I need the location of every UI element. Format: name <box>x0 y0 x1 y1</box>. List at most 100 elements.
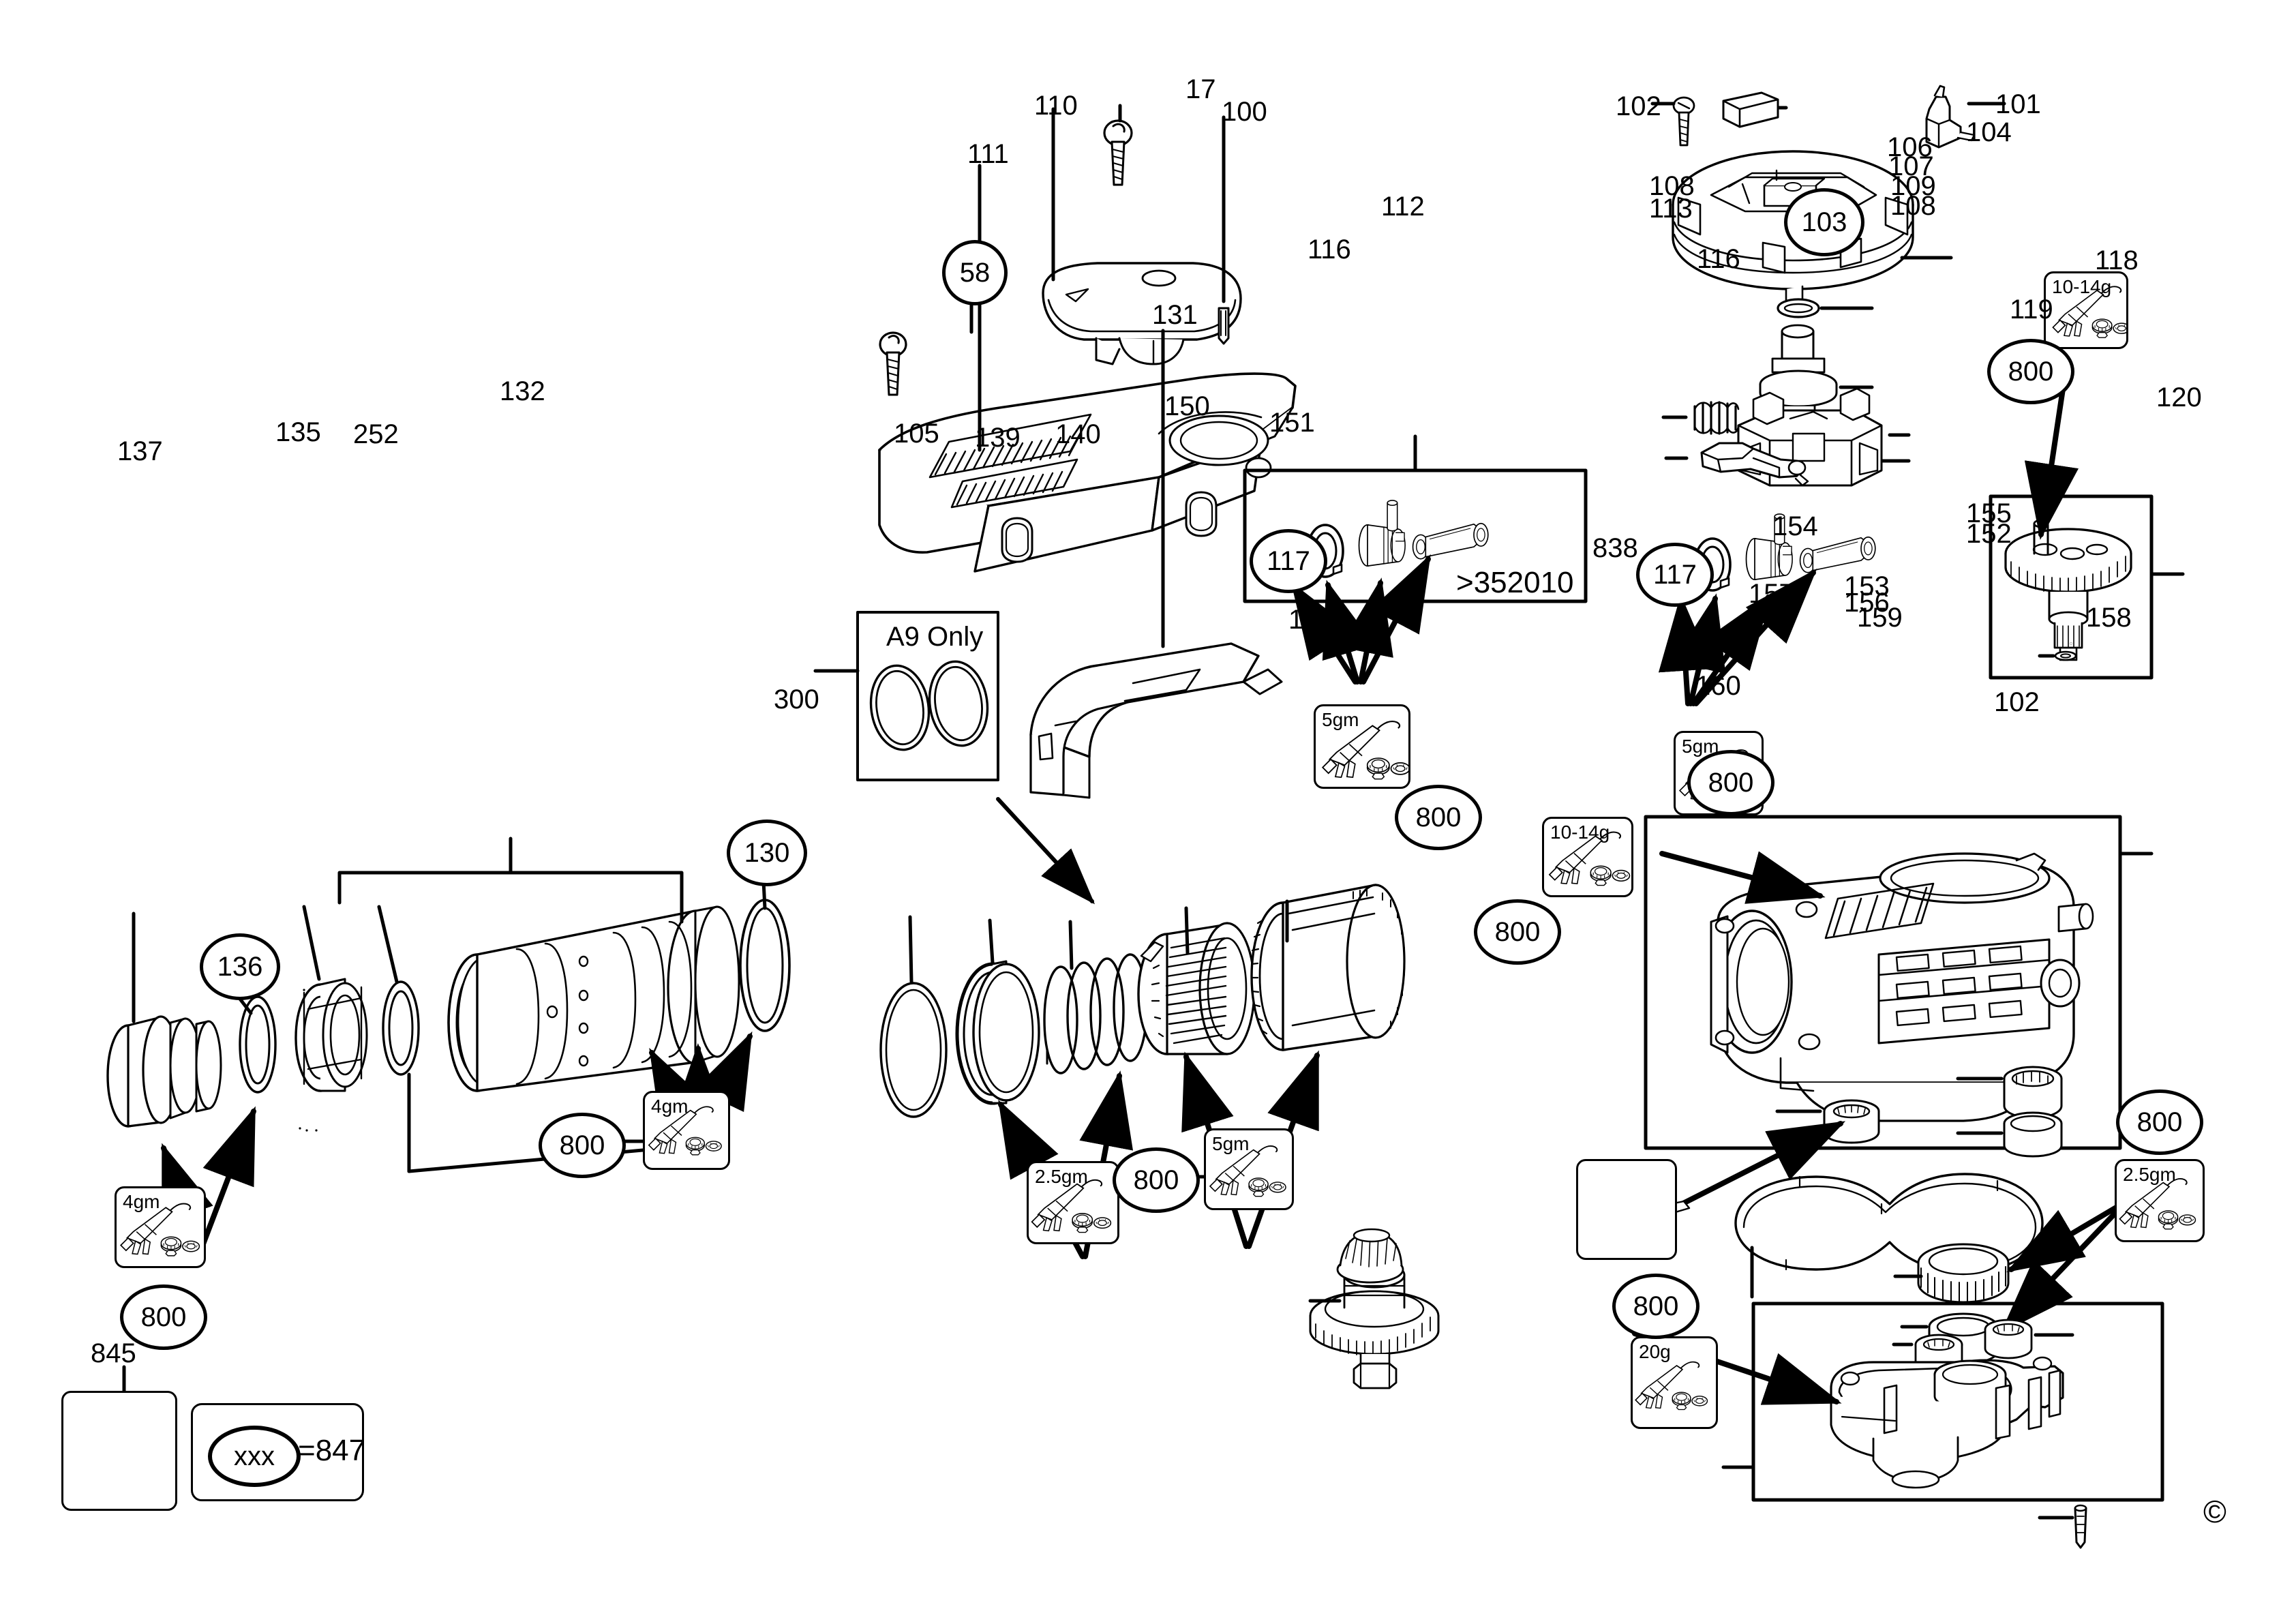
callout-156: 156 <box>1844 588 1890 618</box>
box-845-nameplate <box>61 1391 177 1511</box>
part-159-bearing <box>1914 1334 1963 1373</box>
callout-102-bottom: 102 <box>1994 687 2040 717</box>
grease-amount-label: 20g <box>1639 1341 1671 1362</box>
part-140-spring <box>1043 953 1152 1074</box>
callout-140: 140 <box>1055 419 1101 449</box>
bubble-103: 103 <box>1784 188 1864 256</box>
grease-amount-label: 4gm <box>651 1096 689 1117</box>
part-153-knurled-ring <box>1917 1243 2010 1304</box>
callout-131: 131 <box>1152 300 1198 330</box>
part-118-gear <box>2004 519 2132 661</box>
part-139-ring <box>955 960 1040 1105</box>
grease-amount-label: 5gm <box>1322 709 1359 730</box>
callout-102-top: 102 <box>1616 91 1661 121</box>
part-105-ring <box>879 982 948 1118</box>
bubble-800-b: 800 <box>1395 785 1482 850</box>
part-100-pin <box>1218 307 1230 345</box>
callout-132: 132 <box>500 376 545 406</box>
copyright-mark: © <box>2203 1494 2226 1529</box>
callout-111: 111 <box>967 139 1009 169</box>
callout-252: 252 <box>353 419 399 449</box>
part-132-cylinder <box>447 905 740 1092</box>
part-150-clutch-ring <box>1137 922 1256 1055</box>
part-piston-center <box>1358 500 1489 567</box>
bubble-800-h: 800 <box>120 1284 207 1350</box>
grease-card-5gm-clutch: 5gm <box>1204 1128 1294 1210</box>
callout-137: 137 <box>117 436 163 466</box>
grease-card-4gm-left: 4gm <box>115 1186 206 1268</box>
callout-104: 104 <box>1966 117 2012 147</box>
grease-card-4gm-right: 4gm <box>643 1091 730 1170</box>
part-135-ring-set <box>294 978 368 1092</box>
callout-108-b: 108 <box>1890 191 1936 221</box>
callout-155: 155 <box>1966 498 2012 528</box>
callout-120: 120 <box>2156 382 2202 412</box>
callout-112: 112 <box>1381 192 1425 222</box>
part-113-bracket <box>1700 442 1809 487</box>
callout-118: 118 <box>2095 245 2139 275</box>
callout-152: 152 <box>1966 519 2012 549</box>
part-155-bearing <box>2003 1066 2063 1119</box>
part-158-bearing <box>1984 1319 2033 1359</box>
part-110-switch-cover <box>1042 262 1242 365</box>
part-103-brush <box>1722 91 1779 128</box>
callout-159: 159 <box>1857 603 1903 633</box>
grease-card-10-14g-top: 10-14g <box>2044 271 2128 349</box>
part-108-spring-a <box>1693 401 1740 435</box>
callout-119: 119 <box>2010 295 2053 325</box>
legend-xxx-bubble: xxx <box>208 1426 301 1487</box>
legend-xxx-text: xxx <box>234 1441 275 1471</box>
bubble-58: 58 <box>942 240 1008 305</box>
bubble-800-d: 800 <box>1474 899 1561 965</box>
a9-only-label: A9 Only <box>886 622 984 652</box>
part-120-gear-housing <box>1710 852 2094 1122</box>
callout-158: 158 <box>2086 603 2132 633</box>
part-252-washer <box>382 980 420 1076</box>
part-58-screw <box>879 331 907 396</box>
callout-107: 107 <box>1888 151 1934 181</box>
part-111-housing-cover <box>878 372 1297 573</box>
bubble-800-i: 800 <box>1612 1274 1700 1339</box>
callout-845: 845 <box>91 1338 136 1368</box>
part-137-cap <box>106 1015 222 1128</box>
bubble-800-f: 800 <box>1113 1147 1200 1213</box>
grease-card-20g-gearcase: 20g <box>1631 1336 1718 1429</box>
callout-106: 106 <box>1887 132 1933 162</box>
bubble-117-center: 117 <box>1250 529 1327 593</box>
part-102-screw-top <box>1672 96 1695 147</box>
part-152-sleeve <box>2003 1111 2063 1158</box>
bubble-800-e: 800 <box>539 1113 626 1178</box>
part-131-shroud <box>1029 642 1283 799</box>
part-119-shim <box>2054 650 2077 661</box>
callout-838: 838 <box>1592 533 1638 563</box>
bubble-800-g: 800 <box>2116 1089 2203 1155</box>
bubble-117-right: 117 <box>1636 543 1714 607</box>
part-151-clutch-housing <box>1250 884 1406 1051</box>
callout-110: 110 <box>1034 91 1078 121</box>
part-130-oring <box>739 899 791 1032</box>
callout-108-a: 108 <box>1649 171 1695 201</box>
callout-101: 101 <box>1995 89 2041 119</box>
part-102-screw-bottom <box>2074 1504 2087 1549</box>
callout-160: 160 <box>1695 671 1741 701</box>
part-165-gear-assembly <box>1309 1228 1440 1389</box>
legend-847-box: xxx =847 <box>191 1403 365 1501</box>
grease-amount-label: 4gm <box>123 1191 160 1212</box>
part-154-bearing <box>1823 1099 1880 1144</box>
callout-150: 150 <box>1164 391 1210 421</box>
callout-300: 300 <box>774 685 819 715</box>
callout-157: 157 <box>1749 579 1794 609</box>
callout-17: 17 <box>1185 74 1216 104</box>
callout-135: 135 <box>275 417 321 447</box>
serial-note: >352010 <box>1456 566 1574 599</box>
callout-165: 165 <box>1288 605 1334 635</box>
part-300-rings <box>869 660 989 751</box>
bubble-136: 136 <box>200 933 280 1000</box>
grease-amount-label: 2.5gm <box>2123 1164 2176 1185</box>
grease-amount-label: 2.5gm <box>1035 1166 1088 1187</box>
grease-card-2-5gm-rings: 2.5gm <box>1027 1161 1119 1244</box>
callout-139: 139 <box>975 423 1021 453</box>
callout-116-center: 116 <box>1308 235 1351 265</box>
